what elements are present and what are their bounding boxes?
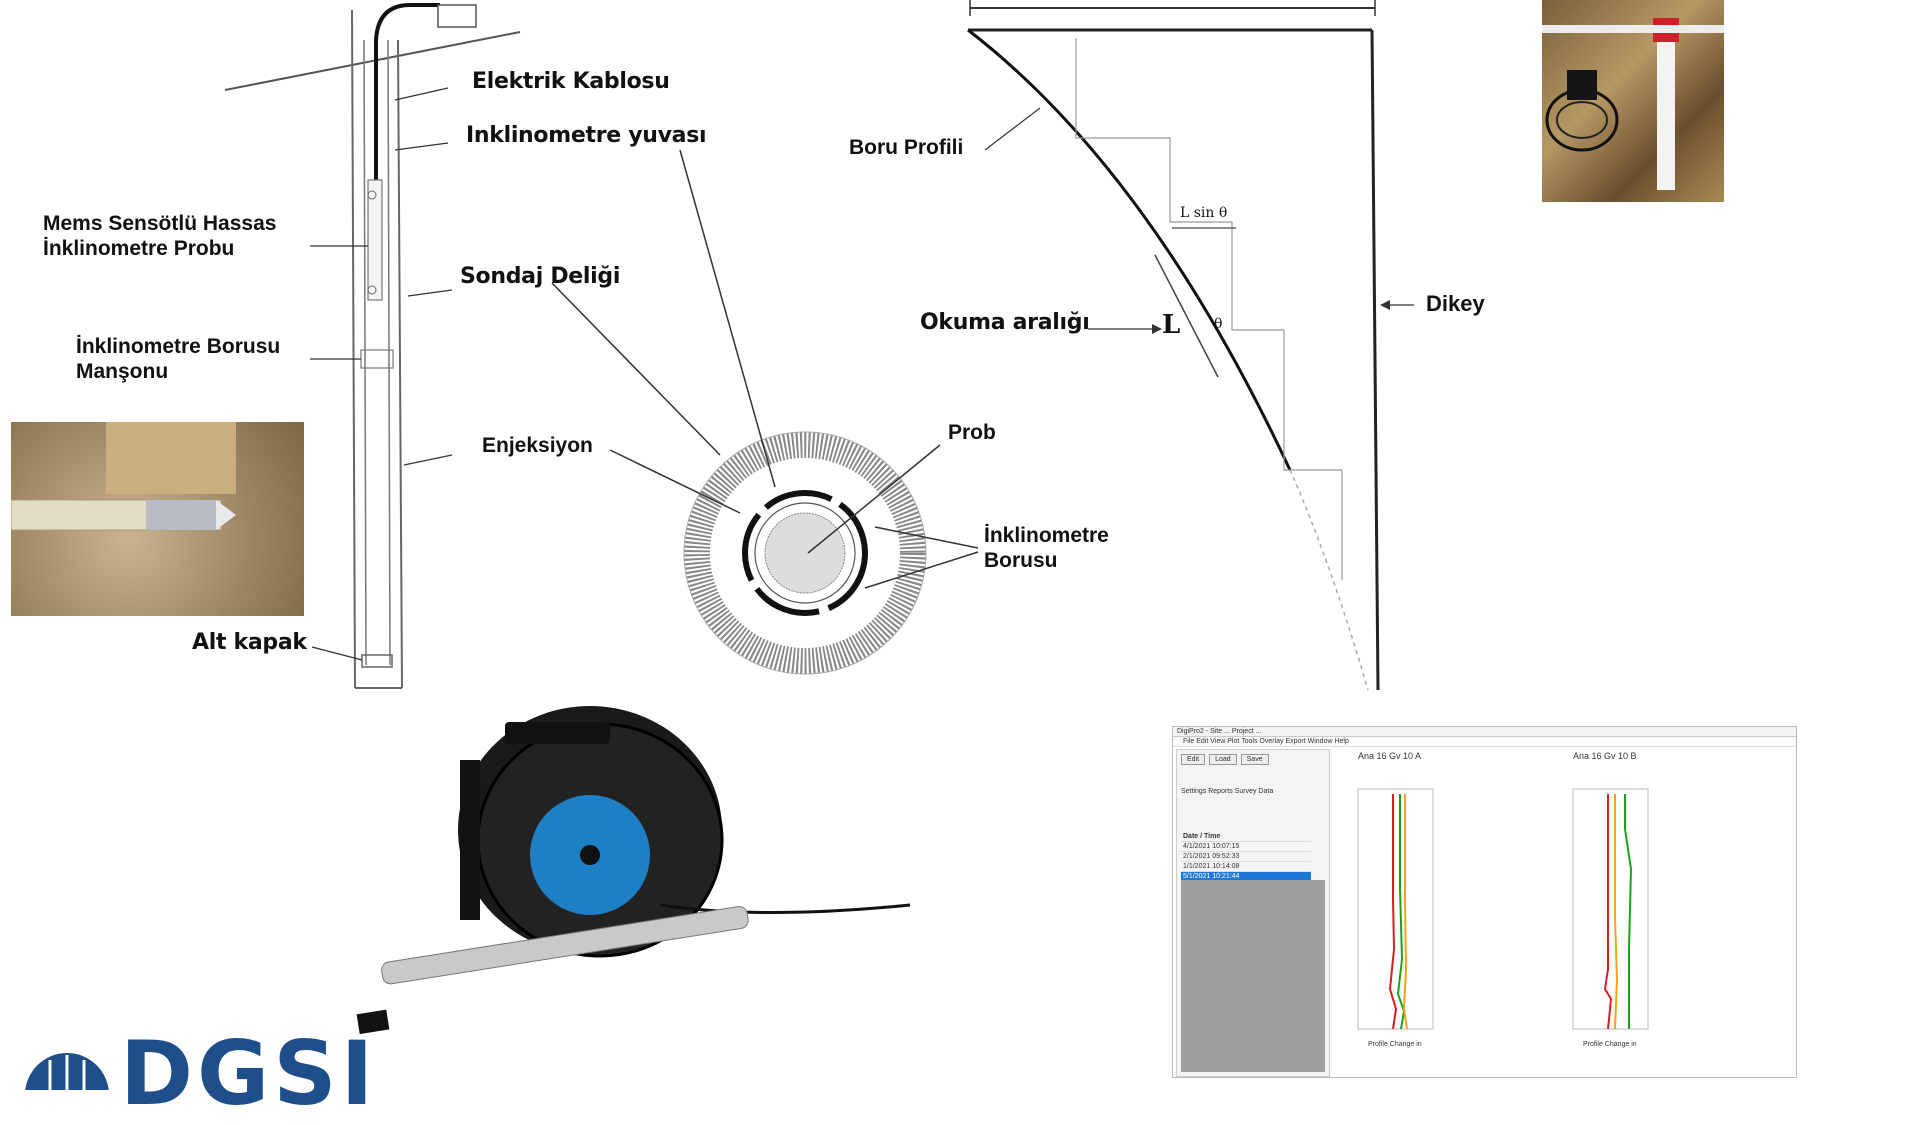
- leader-slot: [394, 142, 449, 151]
- plot-a-title: Ana 16 Gv 10 A: [1358, 751, 1422, 761]
- leader-section-prob: [807, 444, 941, 554]
- label-L: L: [1162, 310, 1181, 340]
- software-menu-bar: File Edit View Plot Tools Overlay Export…: [1173, 737, 1796, 747]
- plot-a: Ana 16 Gv 10 A Profile Change in: [1338, 749, 1538, 1067]
- probe-wheel: [367, 190, 377, 200]
- probe-wheel: [367, 285, 377, 295]
- casing-coupling: [360, 349, 394, 369]
- label-dikey: Dikey: [1426, 291, 1485, 316]
- probe-rod: [381, 906, 749, 985]
- label-okuma-araligi: Okuma aralığı: [920, 310, 1090, 335]
- plot-a-xlabel: Profile Change in: [1368, 1041, 1422, 1048]
- casing-profile-curve: [967, 28, 1292, 471]
- plot-a-series-red: [1388, 794, 1398, 1030]
- label-boru-mansonu-2: Manşonu: [76, 360, 169, 383]
- vertical-reference: [1370, 29, 1380, 691]
- list-header: Date / Time: [1181, 832, 1311, 842]
- probe-body: [367, 179, 383, 301]
- leader-section-grout: [609, 449, 741, 514]
- cable-to-probe: [659, 903, 911, 914]
- list-item[interactable]: 1/1/2021 10:14:08: [1181, 862, 1311, 872]
- software-save-button[interactable]: Save: [1240, 754, 1269, 765]
- software-left-panel: Edit Load Save Settings Reports Survey D…: [1176, 749, 1330, 1077]
- leader-endcap: [311, 646, 363, 661]
- label-elektrik-kablosu: Elektrik Kablosu: [472, 69, 670, 94]
- plot-a-series-green: [1396, 794, 1406, 1030]
- casing-right: [387, 39, 391, 666]
- list-item[interactable]: 4/1/2021 10:07:15: [1181, 842, 1311, 852]
- software-edit-button[interactable]: Edit: [1181, 754, 1206, 765]
- software-empty-area: [1181, 880, 1325, 1072]
- software-screenshot: DigiPro2 - Site ... Project ... File Edi…: [1172, 726, 1797, 1078]
- electric-cable: [374, 3, 440, 180]
- inclinometer-diagram: [224, 0, 1414, 1035]
- cable-reel-box: [437, 4, 477, 28]
- probe-tip: [356, 1009, 390, 1035]
- grout-ring: [684, 432, 926, 674]
- casing-left: [363, 39, 367, 666]
- leader-section-casing2: [864, 551, 979, 589]
- plot-a-series-orange: [1402, 794, 1408, 1030]
- ground-line: [224, 31, 521, 91]
- label-theta: θ: [1214, 316, 1223, 332]
- label-mems-probu-1: Mems Sensötlü Hassas: [43, 212, 277, 235]
- label-sondaj-deligi: Sondaj Deliği: [460, 264, 621, 289]
- photo-site-illustration: [1542, 18, 1724, 190]
- leader-section-hole: [551, 282, 721, 456]
- label-alt-kapak: Alt kapak: [192, 630, 307, 655]
- dgsi-logo-icon: [25, 1053, 109, 1090]
- arrow-vertical: [1380, 300, 1390, 310]
- plot-b: Ana 16 Gv 10 B Profile Change in: [1553, 749, 1753, 1067]
- reel-connector: [580, 845, 600, 865]
- borehole-left-wall: [351, 9, 356, 689]
- casing-inner-ring: [754, 502, 856, 604]
- plot-b-series-red: [1603, 794, 1613, 1030]
- reel-handle: [505, 722, 610, 744]
- leader-section-casing: [874, 526, 979, 549]
- label-inklinometre-borusu-2: Borusu: [984, 549, 1058, 572]
- software-title-bar: DigiPro2 - Site ... Project ...: [1173, 727, 1796, 737]
- casing-bottom-cap: [361, 654, 393, 668]
- reel-stand: [460, 760, 480, 920]
- label-boru-mansonu-1: İnklinometre Borusu: [76, 335, 281, 358]
- leader-grout: [403, 454, 453, 466]
- leader-cable: [394, 87, 449, 101]
- photo-casing-illustration: [11, 422, 236, 531]
- label-enjeksiyon: Enjeksiyon: [482, 434, 593, 457]
- label-boru-profili: Boru Profili: [849, 136, 964, 159]
- borehole-right-wall: [397, 39, 403, 689]
- plot-b-xlabel: Profile Change in: [1583, 1041, 1637, 1048]
- dgsi-logo-text: DGSI: [120, 1022, 378, 1125]
- plot-b-series-orange: [1614, 794, 1619, 1030]
- leader-section-slot: [679, 149, 776, 488]
- software-buttons: Edit Load Save: [1177, 750, 1329, 769]
- software-tabs[interactable]: Settings Reports Survey Data: [1181, 788, 1274, 795]
- arrow-reading: [1152, 324, 1162, 334]
- label-mems-probu-2: İnklinometre Probu: [43, 237, 235, 260]
- plot-b-chart: [1572, 788, 1649, 1030]
- probe-section: [764, 512, 846, 594]
- plot-b-series-green: [1624, 794, 1633, 1029]
- label-prob: Prob: [948, 421, 996, 444]
- software-load-button[interactable]: Load: [1209, 754, 1237, 765]
- label-inklinometre-borusu-1: İnklinometre: [984, 524, 1109, 547]
- plot-b-title: Ana 16 Gv 10 B: [1573, 751, 1637, 761]
- step-lines: [1075, 38, 1343, 580]
- list-item[interactable]: 2/1/2021 09:52:33: [1181, 852, 1311, 862]
- grout-ring-outer: [683, 431, 927, 675]
- label-inklinometre-yuvasi: Inklinometre yuvası: [466, 123, 707, 148]
- photo-casing-ground: [11, 422, 304, 616]
- plot-a-chart: [1357, 788, 1434, 1030]
- label-lsin: L sin θ: [1180, 205, 1228, 221]
- leader-hole: [407, 289, 453, 297]
- photo-site-installation: [1542, 0, 1724, 202]
- L-dim: [1154, 254, 1219, 378]
- leader-profile: [984, 107, 1041, 151]
- software-survey-list: Date / Time 4/1/2021 10:07:15 2/1/2021 0…: [1181, 832, 1311, 882]
- casing-profile-dashed: [1289, 469, 1369, 691]
